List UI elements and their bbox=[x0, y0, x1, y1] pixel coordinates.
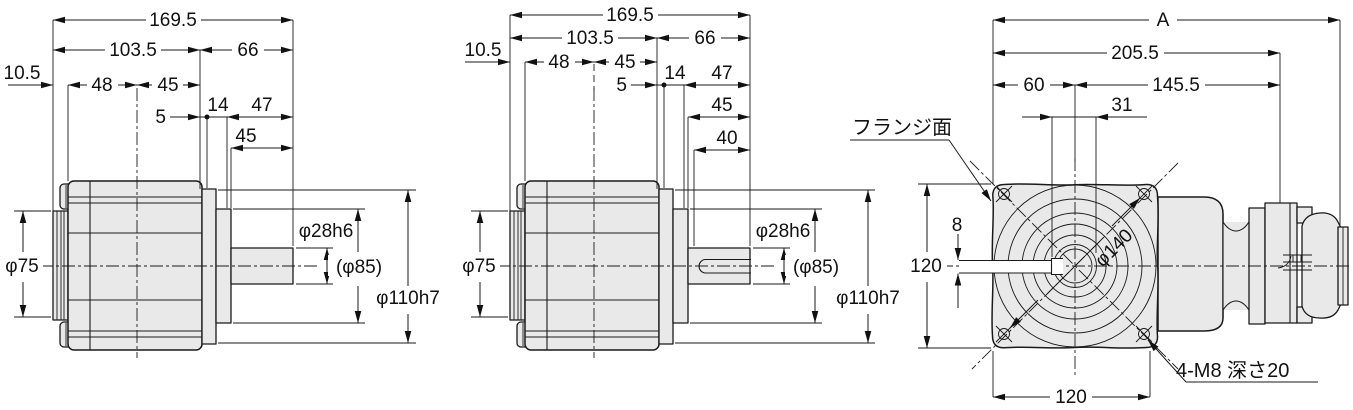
dim-rear-diameter: φ75 bbox=[5, 256, 38, 277]
dim-5: 5 bbox=[616, 75, 627, 96]
bolt-hole bbox=[1135, 325, 1153, 343]
shaft-keyway bbox=[698, 258, 751, 274]
front-flange-view: A 205.5 60 145.5 31 8 120 120 φ140 フランジ面… bbox=[850, 10, 1352, 408]
dim-front-length: 66 bbox=[237, 40, 258, 61]
datum-dot bbox=[661, 82, 667, 88]
dim-14: 14 bbox=[207, 95, 229, 116]
dim-45: 45 bbox=[157, 75, 178, 96]
dim-rear-length: 103.5 bbox=[566, 28, 614, 49]
dim-flange-height: 120 bbox=[910, 256, 942, 277]
dim-key-width: 8 bbox=[952, 215, 963, 236]
extension-lines bbox=[918, 20, 1341, 397]
dim-overall-length: 169.5 bbox=[606, 5, 654, 26]
dim-14: 14 bbox=[664, 63, 686, 84]
tap-note-leader bbox=[1147, 339, 1318, 383]
gearhead-body bbox=[39, 87, 319, 359]
dim-47: 47 bbox=[711, 63, 732, 84]
dim-47: 47 bbox=[251, 95, 272, 116]
flange-face-leader bbox=[850, 139, 992, 202]
dim-shaft-length: 45 bbox=[235, 126, 256, 147]
bolt-hole bbox=[995, 185, 1013, 203]
dim-5: 5 bbox=[155, 107, 166, 128]
dim-pilot-diameter: φ110h7 bbox=[376, 288, 440, 309]
dim-rear-length: 103.5 bbox=[109, 40, 157, 61]
dim-shaft-diameter: φ28h6 bbox=[299, 221, 354, 242]
tap-note-label: 4-M8 深さ20 bbox=[1176, 359, 1289, 382]
bolt-hole bbox=[995, 325, 1013, 343]
flange-face-label: フランジ面 bbox=[852, 117, 952, 139]
dim-boss-diameter: (φ85) bbox=[336, 257, 382, 278]
dim-key-length: 40 bbox=[716, 128, 737, 149]
side-view-keyed-shaft: 169.5 103.5 66 10.5 48 45 5 14 47 45 40 … bbox=[459, 5, 906, 359]
motor-clamp bbox=[1301, 212, 1342, 319]
dim-boss-diameter: (φ85) bbox=[793, 257, 839, 278]
dim-keyway-span: 31 bbox=[1111, 95, 1132, 116]
dim-45: 45 bbox=[614, 52, 635, 73]
dim-pilot-diameter: φ110h7 bbox=[836, 288, 900, 309]
dim-to-motor-flange: 205.5 bbox=[1111, 43, 1159, 64]
dim-rear-boss: 10.5 bbox=[465, 40, 502, 61]
extension-lines bbox=[471, 15, 875, 344]
dim-rear-diameter: φ75 bbox=[462, 256, 495, 277]
dim-center-to-motor: 145.5 bbox=[1152, 75, 1200, 96]
datum-dot bbox=[204, 114, 210, 120]
input-side-body bbox=[1157, 196, 1349, 332]
dim-shaft-length: 45 bbox=[711, 95, 732, 116]
dim-48: 48 bbox=[91, 75, 112, 96]
extension-lines bbox=[14, 20, 416, 344]
dim-48: 48 bbox=[548, 52, 569, 73]
dim-to-center: 60 bbox=[1023, 75, 1044, 96]
side-view-plain-shaft: 169.5 103.5 66 10.5 48 45 5 14 47 45 φ75… bbox=[2, 10, 446, 359]
dim-shaft-diameter: φ28h6 bbox=[756, 221, 811, 242]
dim-overall-length: 169.5 bbox=[149, 10, 197, 31]
dim-flange-width: 120 bbox=[1055, 387, 1087, 408]
bore-keyway bbox=[959, 257, 1063, 276]
dim-front-length: 66 bbox=[694, 28, 715, 49]
dim-total-length-A: A bbox=[1157, 10, 1170, 31]
dim-rear-boss: 10.5 bbox=[4, 63, 41, 84]
